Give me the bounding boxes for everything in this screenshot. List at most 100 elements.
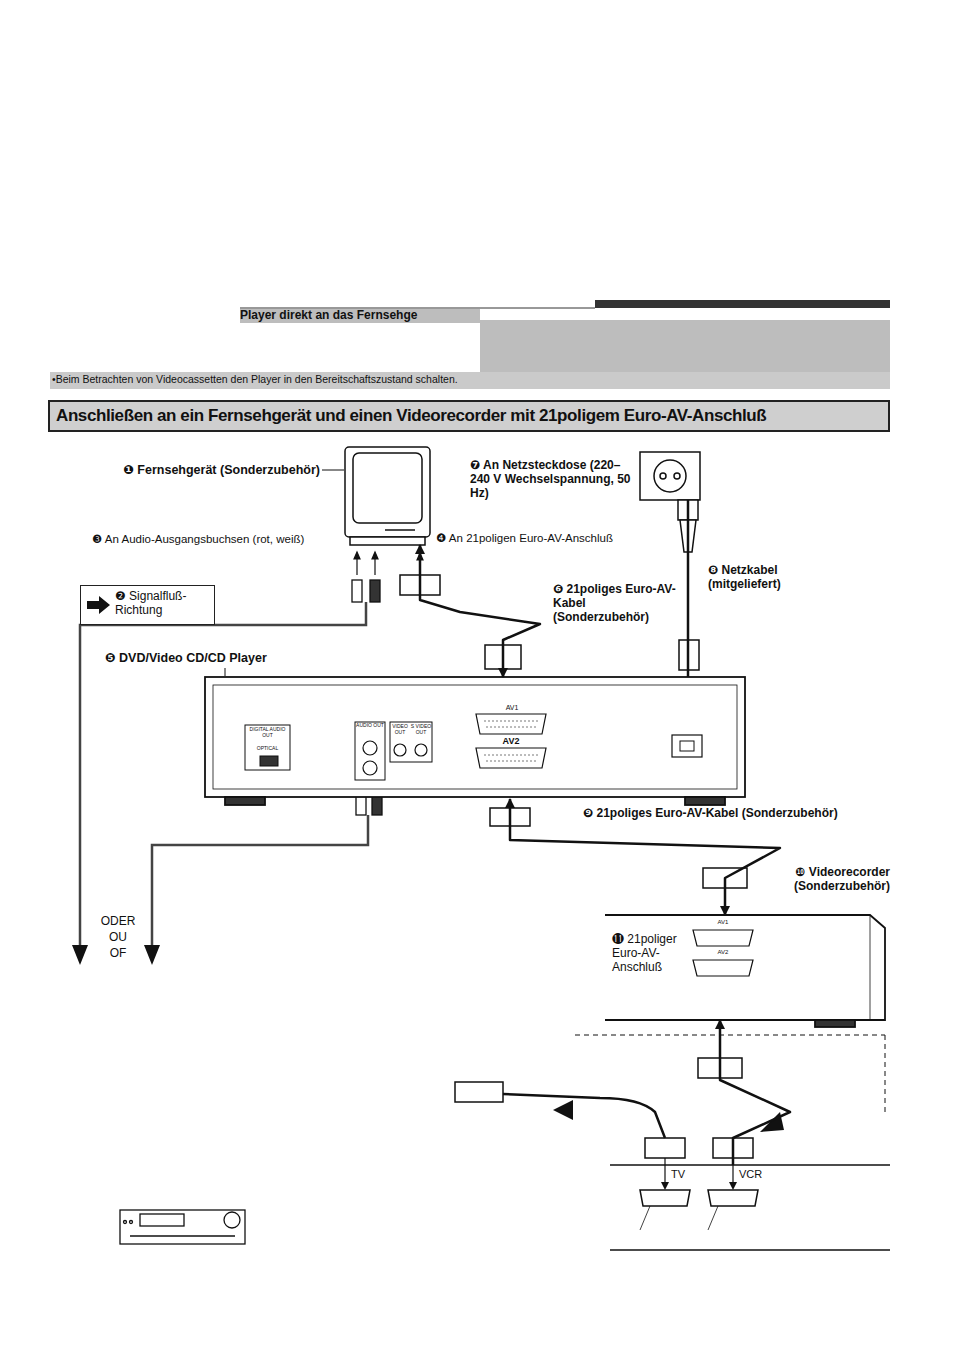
label: S VIDEO OUT: [410, 724, 432, 736]
down-arrow: [72, 945, 88, 965]
amplifier: [120, 1210, 245, 1244]
port-label: TV: [671, 1168, 695, 1181]
rca-plug: [352, 580, 362, 602]
dvd-player: [363, 741, 377, 755]
up-arrow: [374, 557, 375, 575]
label: OU: [90, 931, 146, 945]
tv-set: [353, 453, 422, 523]
output-device: [708, 1206, 718, 1230]
amplifier: [120, 1210, 245, 1244]
dvd-player: [672, 735, 702, 757]
tv-audio-cable: [152, 815, 368, 950]
dvd-player: [390, 722, 432, 762]
label: •Beim Betrachten von Videocassetten den …: [52, 373, 612, 385]
down-arrow: [72, 945, 160, 965]
output-device: [640, 1206, 650, 1230]
amplifier: [140, 1214, 184, 1226]
dashed-guide: [575, 1035, 885, 1036]
label: ❹ An 21poligen Euro-AV-Anschluß: [436, 532, 651, 545]
dvd-player: [685, 797, 725, 805]
scart-plug: [455, 1082, 503, 1102]
label: ⓫ 21poliger Euro-AV-Anschluß: [612, 933, 690, 974]
down-arrow: [144, 945, 160, 965]
dvd-player: [205, 677, 745, 805]
header-screens: [480, 320, 890, 372]
header-screens: [595, 300, 890, 308]
flow-arrow: [760, 1112, 784, 1132]
cable-label: ❻ 21poliges Euro-AV-Kabel (Sonderzubehör…: [553, 583, 678, 624]
flow-arrow: [553, 1100, 784, 1190]
node-caption: ❶ Fernsehgerät (Sonderzubehör): [100, 463, 320, 477]
legend-arrow: [87, 596, 110, 614]
videorecorder: [605, 915, 885, 1020]
flow-arrow: [661, 1182, 669, 1190]
scart-pins: [484, 755, 538, 756]
header-screens: [50, 300, 890, 389]
videorecorder: [693, 960, 753, 976]
power-outlet: [660, 473, 666, 479]
tv-set: ❶ Fernsehgerät (Sonderzubehör): [345, 447, 430, 545]
rca-plug: [372, 795, 382, 815]
label: AUDIO OUT: [356, 723, 384, 729]
dvd-player: [355, 722, 385, 780]
output-device: [708, 1190, 758, 1206]
scart-pins: [486, 761, 536, 762]
amplifier: [224, 1212, 240, 1228]
dvd-player: [225, 797, 265, 805]
dvd-player: ❺ DVD/Video CD/CD Player: [205, 677, 745, 799]
label: ❸ An Audio-Ausgangsbuchsen (rot, weiß): [92, 533, 344, 546]
loose-scart-cable: [503, 1094, 665, 1138]
label: VIDEO OUT: [391, 724, 409, 736]
tv-set: [345, 447, 430, 537]
title-text: Anschließen an ein Fernsehgerät und eine…: [56, 406, 766, 426]
loose-scart-cable: [503, 1094, 733, 1186]
flow-arrow: [729, 1182, 737, 1190]
flow-arrow: [553, 1100, 573, 1120]
videorecorder: [605, 915, 885, 1027]
output-device: TV VCR: [610, 1165, 890, 1250]
dashed-guide: [885, 1035, 886, 1112]
dvd-player: [415, 744, 427, 756]
dvd-player: [213, 685, 737, 789]
label: AV2: [710, 949, 736, 956]
node-caption: ❺ DVD/Video CD/CD Player: [105, 651, 345, 665]
label: OPTICAL: [246, 746, 289, 752]
cable: [720, 1020, 790, 1165]
tv-set: [385, 529, 415, 531]
up-arrow: [354, 552, 423, 575]
dvd-player: [476, 714, 546, 734]
output-device: [610, 1164, 890, 1166]
cable: [687, 500, 690, 677]
legend-text: ❷ Signalfluß-Richtung: [115, 590, 210, 618]
port-label: VCR: [739, 1168, 769, 1181]
node-caption: ❿ Videorecorder (Sonderzubehör): [758, 866, 890, 894]
output-device: [610, 1165, 890, 1250]
dvd-player: [476, 748, 546, 768]
dvd-player: [363, 761, 377, 775]
power-outlet: [654, 460, 686, 492]
leader-line: [322, 470, 344, 471]
power-outlet: [640, 452, 700, 670]
label: AV1: [710, 919, 736, 926]
dvd-player: [680, 741, 694, 751]
label: AV2: [497, 736, 525, 746]
title-band: Anschließen an ein Fernsehgerät und eine…: [48, 400, 890, 432]
label: ODER: [90, 915, 146, 929]
legend-arrow: [86, 595, 112, 615]
header-screens: [50, 372, 890, 389]
scart-pins: [484, 721, 538, 722]
output-device: [610, 1249, 890, 1251]
amplifier: [124, 1221, 127, 1224]
dvd-player: [260, 756, 278, 766]
node-caption: ❼ An Netzsteckdose (220–240 V Wechselspa…: [470, 459, 636, 500]
scart-plug: [400, 575, 753, 1158]
amplifier: [130, 1235, 235, 1236]
label: OF: [90, 947, 146, 961]
dvd-player: [205, 677, 745, 797]
videorecorder: [693, 930, 753, 946]
output-device: [640, 1190, 690, 1206]
scart-plug: [645, 1138, 685, 1158]
